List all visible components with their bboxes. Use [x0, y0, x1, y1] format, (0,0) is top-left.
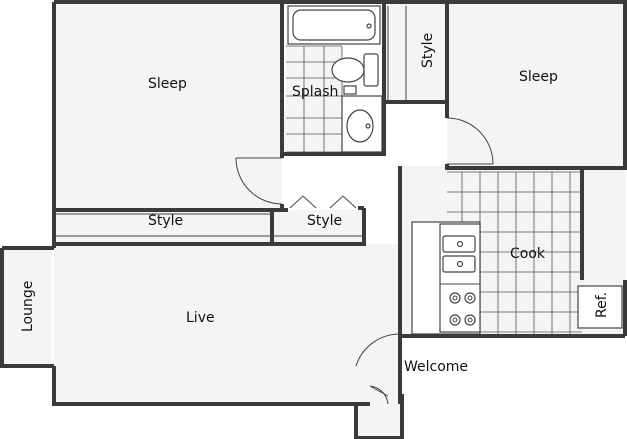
kitchen-counter: [411, 221, 481, 335]
label-live: Live: [186, 310, 215, 326]
closet-rods: [56, 6, 407, 237]
door-swings: [235, 117, 494, 405]
label-cook: Cook: [510, 246, 546, 262]
label-ref: Ref.: [594, 292, 610, 318]
label-lounge: Lounge: [20, 281, 36, 332]
label-sleep-left: Sleep: [148, 76, 187, 92]
bath-sink: [341, 95, 383, 153]
toilet: [331, 53, 379, 95]
label-style-hall: Style: [148, 213, 183, 229]
refrigerator: [577, 285, 623, 329]
bathtub: [287, 5, 381, 45]
label-welcome: Welcome: [404, 359, 468, 375]
bath-tile-grid: [286, 45, 343, 153]
label-style-vertical: Style: [420, 33, 436, 68]
label-style-closet: Style: [307, 213, 342, 229]
label-sleep-right: Sleep: [519, 69, 558, 85]
label-splash: Splash: [292, 84, 338, 100]
